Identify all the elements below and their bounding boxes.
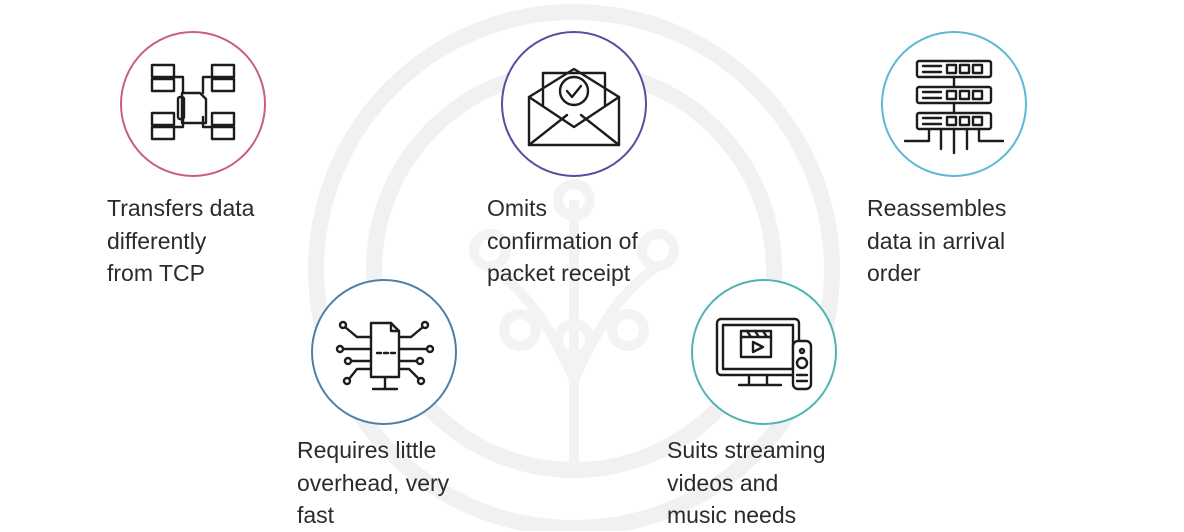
feature-icon-circle [311, 279, 457, 425]
feature-label: Requires little overhead, very fast [297, 437, 450, 528]
feature-label: Transfers data differently from TCP [107, 195, 255, 286]
file-circuit-icon [335, 320, 435, 391]
feature-label: Reassembles data in arrival order [867, 195, 1007, 286]
feature-label: Suits streaming videos and music needs [667, 437, 826, 528]
data-transfer-icon [150, 63, 236, 141]
server-stack-icon [903, 59, 1005, 155]
envelope-check-icon [527, 67, 621, 147]
feature-icon-circle [501, 31, 647, 177]
feature-icon-circle [691, 279, 837, 425]
feature-icon-circle [881, 31, 1027, 177]
tv-remote-icon [715, 317, 813, 391]
feature-icon-circle [120, 31, 266, 177]
feature-label: Omits confirmation of packet receipt [487, 195, 638, 286]
